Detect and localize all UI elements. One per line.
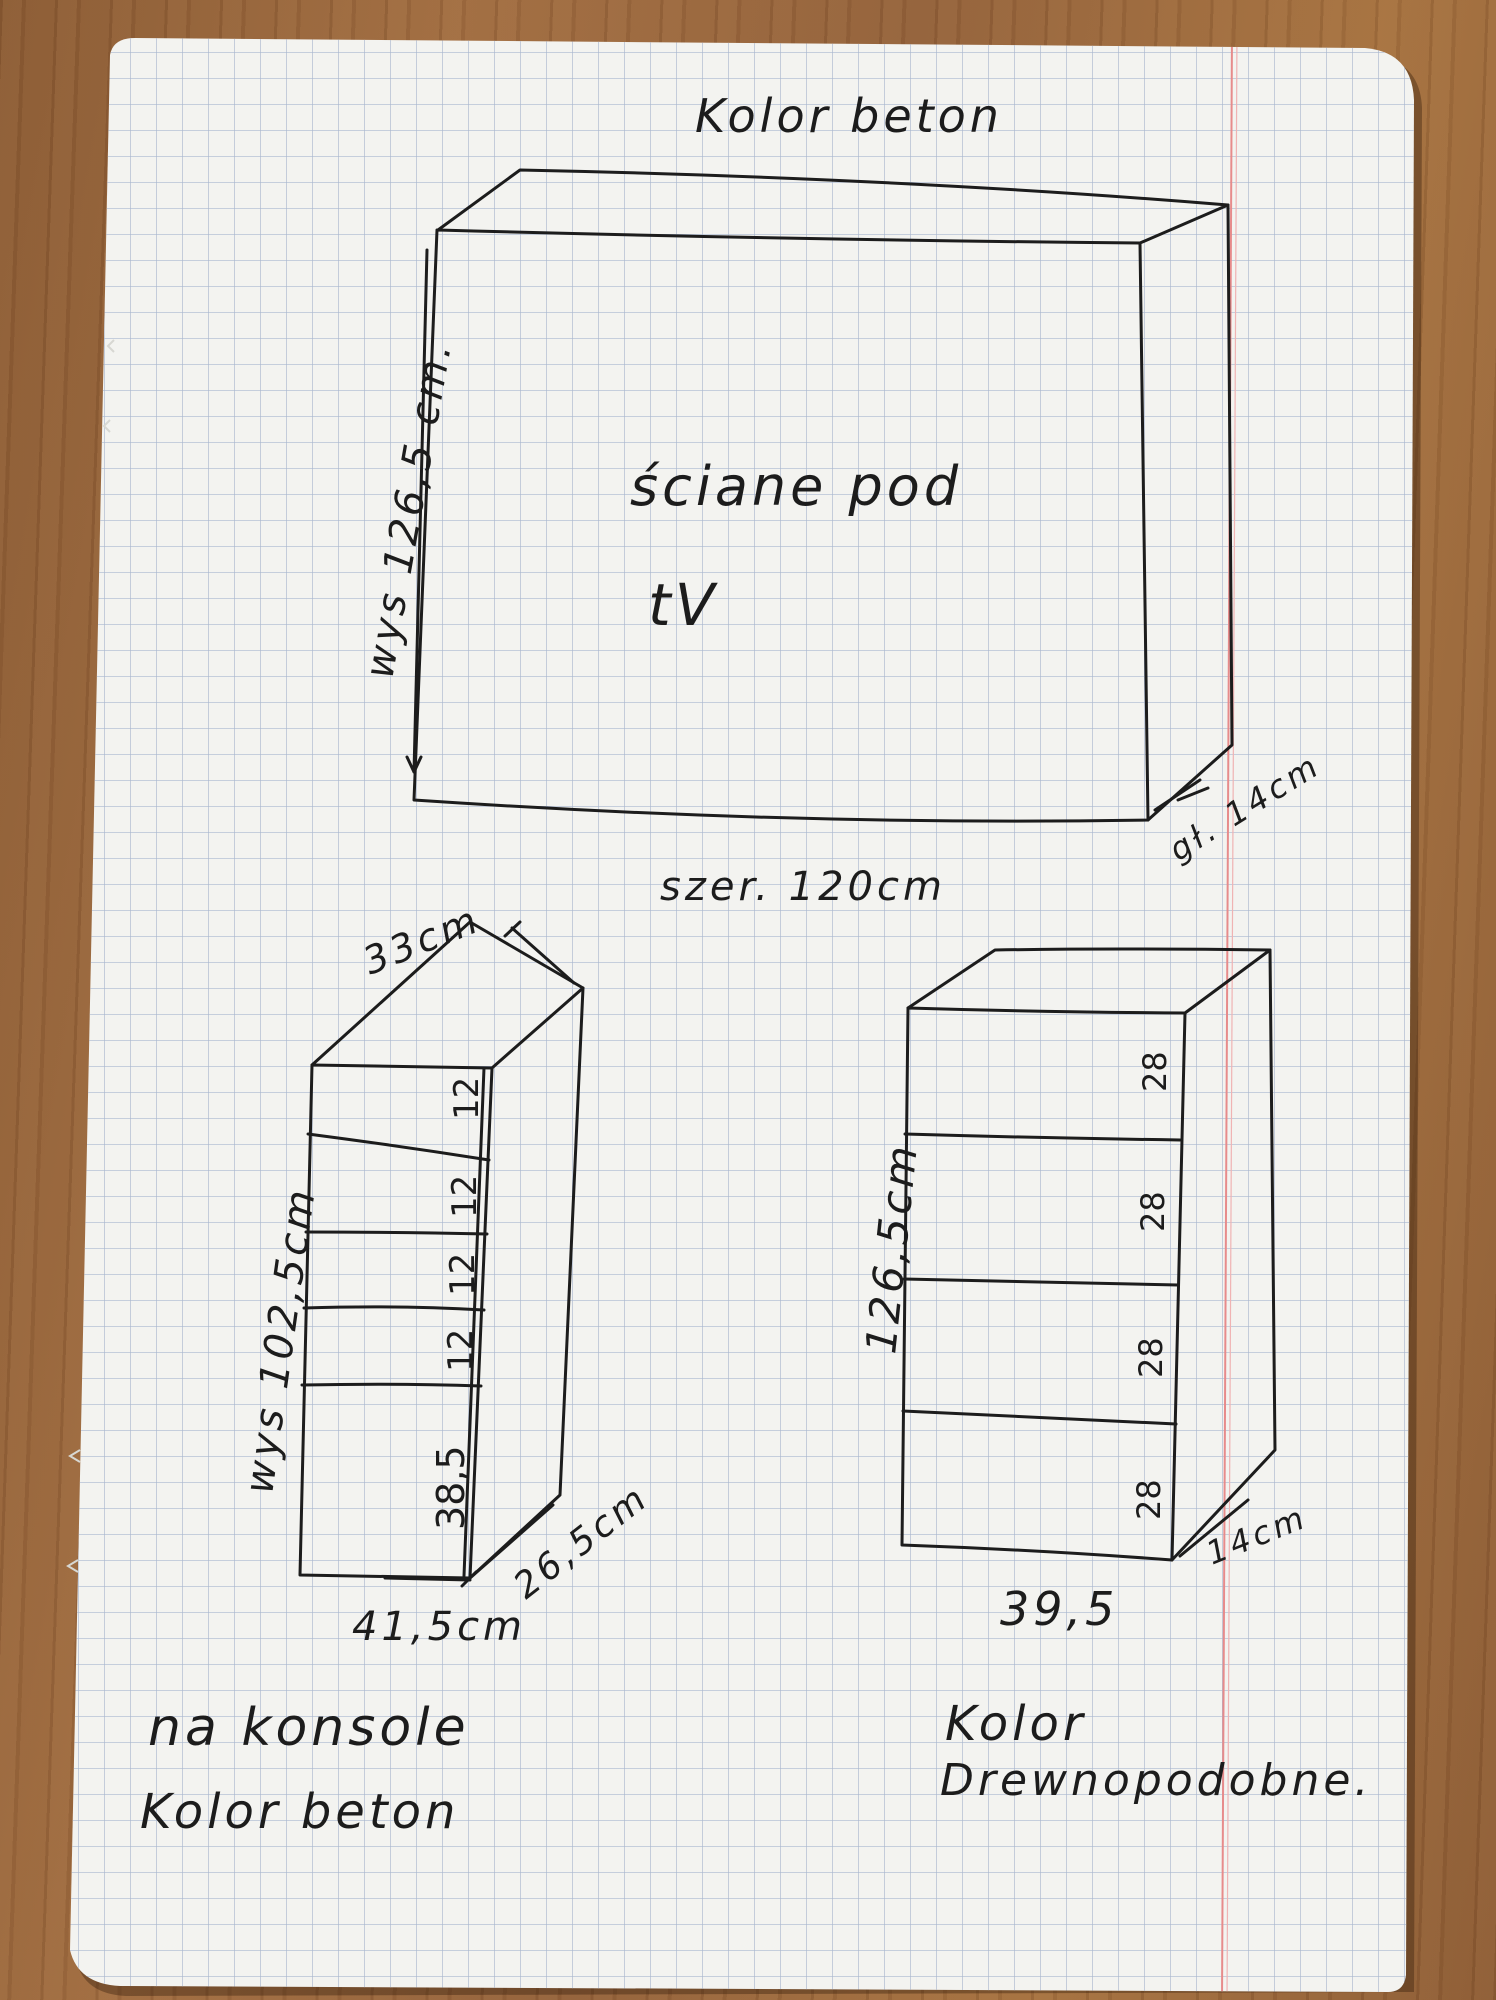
tv-wall-height-arrow [405,248,429,774]
console-shelf-1 [306,1132,491,1162]
console-shelf-label-5: 38,5 [429,1445,473,1530]
tv-wall-depth-tick [1153,778,1210,812]
console-shelf-3 [302,1305,486,1312]
console-shelf-2 [304,1230,489,1236]
console-width-label: 41,5cm [352,1604,526,1650]
console-depth-tick-top [503,920,576,985]
console-cabinet-drawing [298,920,585,1588]
console-shelf-4 [300,1382,483,1388]
tv-wall-center-label-2: tV [648,571,719,639]
console-shelf-label-1: 12 [447,1077,487,1120]
console-shelf-label-2: 12 [445,1175,485,1218]
tv-wall-drawing [405,168,1234,823]
wood-shelf-label-2: 28 [1134,1191,1172,1232]
wood-depth-tick [1178,1498,1250,1558]
console-caption-2: Kolor beton [140,1784,459,1840]
perforation-marks [66,339,115,1573]
wood-shelf-1 [903,1132,1182,1142]
wood-shelf-label-4: 28 [1130,1479,1168,1520]
tv-wall-center-label-1: ściane pod [630,455,962,518]
wood-top [906,947,1272,1015]
wood-shelf-2 [902,1277,1180,1287]
console-shelf-label-4: 12 [441,1329,481,1372]
wood-shelf-3 [901,1409,1178,1426]
wood-shelf-label-1: 28 [1136,1051,1174,1092]
wood-side [1170,948,1277,1562]
tv-wall-width-label: szer. 120cm [660,864,946,910]
console-caption-1: na konsole [148,1698,470,1758]
console-width-tick [383,1576,472,1582]
wood-caption-1: Kolor [945,1696,1087,1752]
tv-wall-top-label: Kolor beton [695,89,1003,143]
tv-wall-top [436,168,1230,245]
console-shelf-label-3: 12 [443,1253,483,1296]
margin-line-2 [1226,38,1238,1992]
wood-width-label: 39,5 [1000,1582,1118,1636]
console-top [310,920,585,1070]
console-inner-divider [462,1066,486,1578]
wood-caption-2: Drewnopodobne. [940,1755,1372,1806]
wood-shelf-label-3: 28 [1132,1337,1170,1378]
wood-cabinet-drawing [900,947,1277,1562]
